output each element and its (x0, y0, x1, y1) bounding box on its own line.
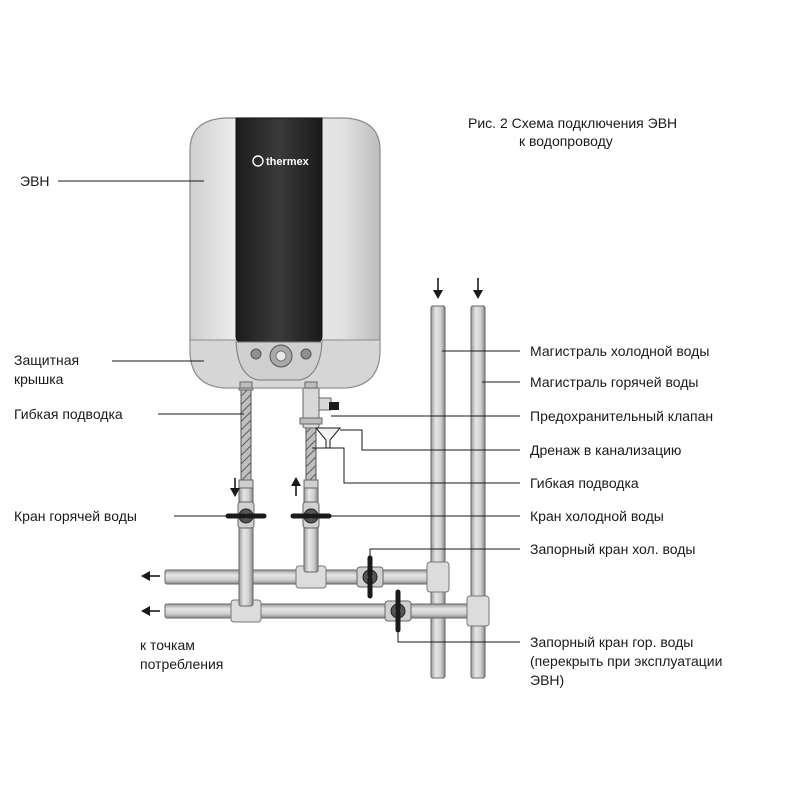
label-consumers-line-2: потребления (140, 656, 223, 672)
left-labels: ЭВН Защитная крышка Гибкая подводка Кран… (14, 173, 223, 672)
label-flex-hose-left: Гибкая подводка (14, 406, 123, 422)
hot-shutoff-valve[interactable] (384, 589, 412, 633)
label-hot-shutoff-line-3: ЭВН) (530, 672, 564, 688)
label-hot-main: Магистраль горячей воды (530, 374, 698, 390)
control-knob[interactable] (269, 344, 293, 368)
indicator-right (300, 348, 312, 360)
label-cover-line-1: Защитная (14, 352, 79, 368)
drain-funnel (314, 427, 342, 449)
flow-arrow-down (230, 478, 240, 497)
caption-line-1: Рис. 2 Схема подключения ЭВН (468, 115, 677, 131)
right-labels: Магистраль холодной воды Магистраль горя… (530, 343, 722, 688)
indicator-left (250, 348, 262, 360)
label-cold-main: Магистраль холодной воды (530, 343, 709, 359)
label-consumers-line-1: к точкам (140, 637, 195, 653)
safety-valve (299, 381, 339, 429)
leader-lines (58, 180, 520, 643)
tee-fittings (230, 561, 490, 627)
figure-caption: Рис. 2 Схема подключения ЭВН к водопрово… (468, 115, 677, 149)
label-cold-tap: Кран холодной воды (530, 508, 664, 524)
label-safety-valve: Предохранительный клапан (530, 408, 713, 424)
thermex-logo: thermex (252, 155, 310, 168)
cold-water-tap-valve[interactable] (290, 501, 332, 529)
outlet-arrow-hot (141, 606, 160, 616)
label-flex-hose-right: Гибкая подводка (530, 475, 639, 491)
label-evn: ЭВН (20, 173, 50, 189)
brand-text: thermex (266, 156, 310, 168)
hot-water-main (470, 278, 486, 679)
hot-supply-line (164, 603, 488, 619)
hot-water-tap-valve[interactable] (225, 501, 267, 529)
water-heater: thermex (189, 117, 381, 389)
cold-shutoff-valve[interactable] (356, 555, 384, 599)
label-hot-shutoff-line-2: (перекрыть при эксплуатации (530, 653, 722, 669)
label-hot-tap: Кран горячей воды (14, 508, 137, 524)
flow-arrow-up (291, 477, 301, 496)
label-cold-shutoff: Запорный кран хол. воды (530, 541, 695, 557)
caption-line-2: к водопроводу (519, 133, 613, 149)
label-hot-shutoff-line-1: Запорный кран гор. воды (530, 634, 693, 650)
label-cover-line-2: крышка (14, 371, 64, 387)
outlet-arrow-cold (141, 571, 160, 581)
label-drain: Дренаж в канализацию (530, 442, 681, 458)
